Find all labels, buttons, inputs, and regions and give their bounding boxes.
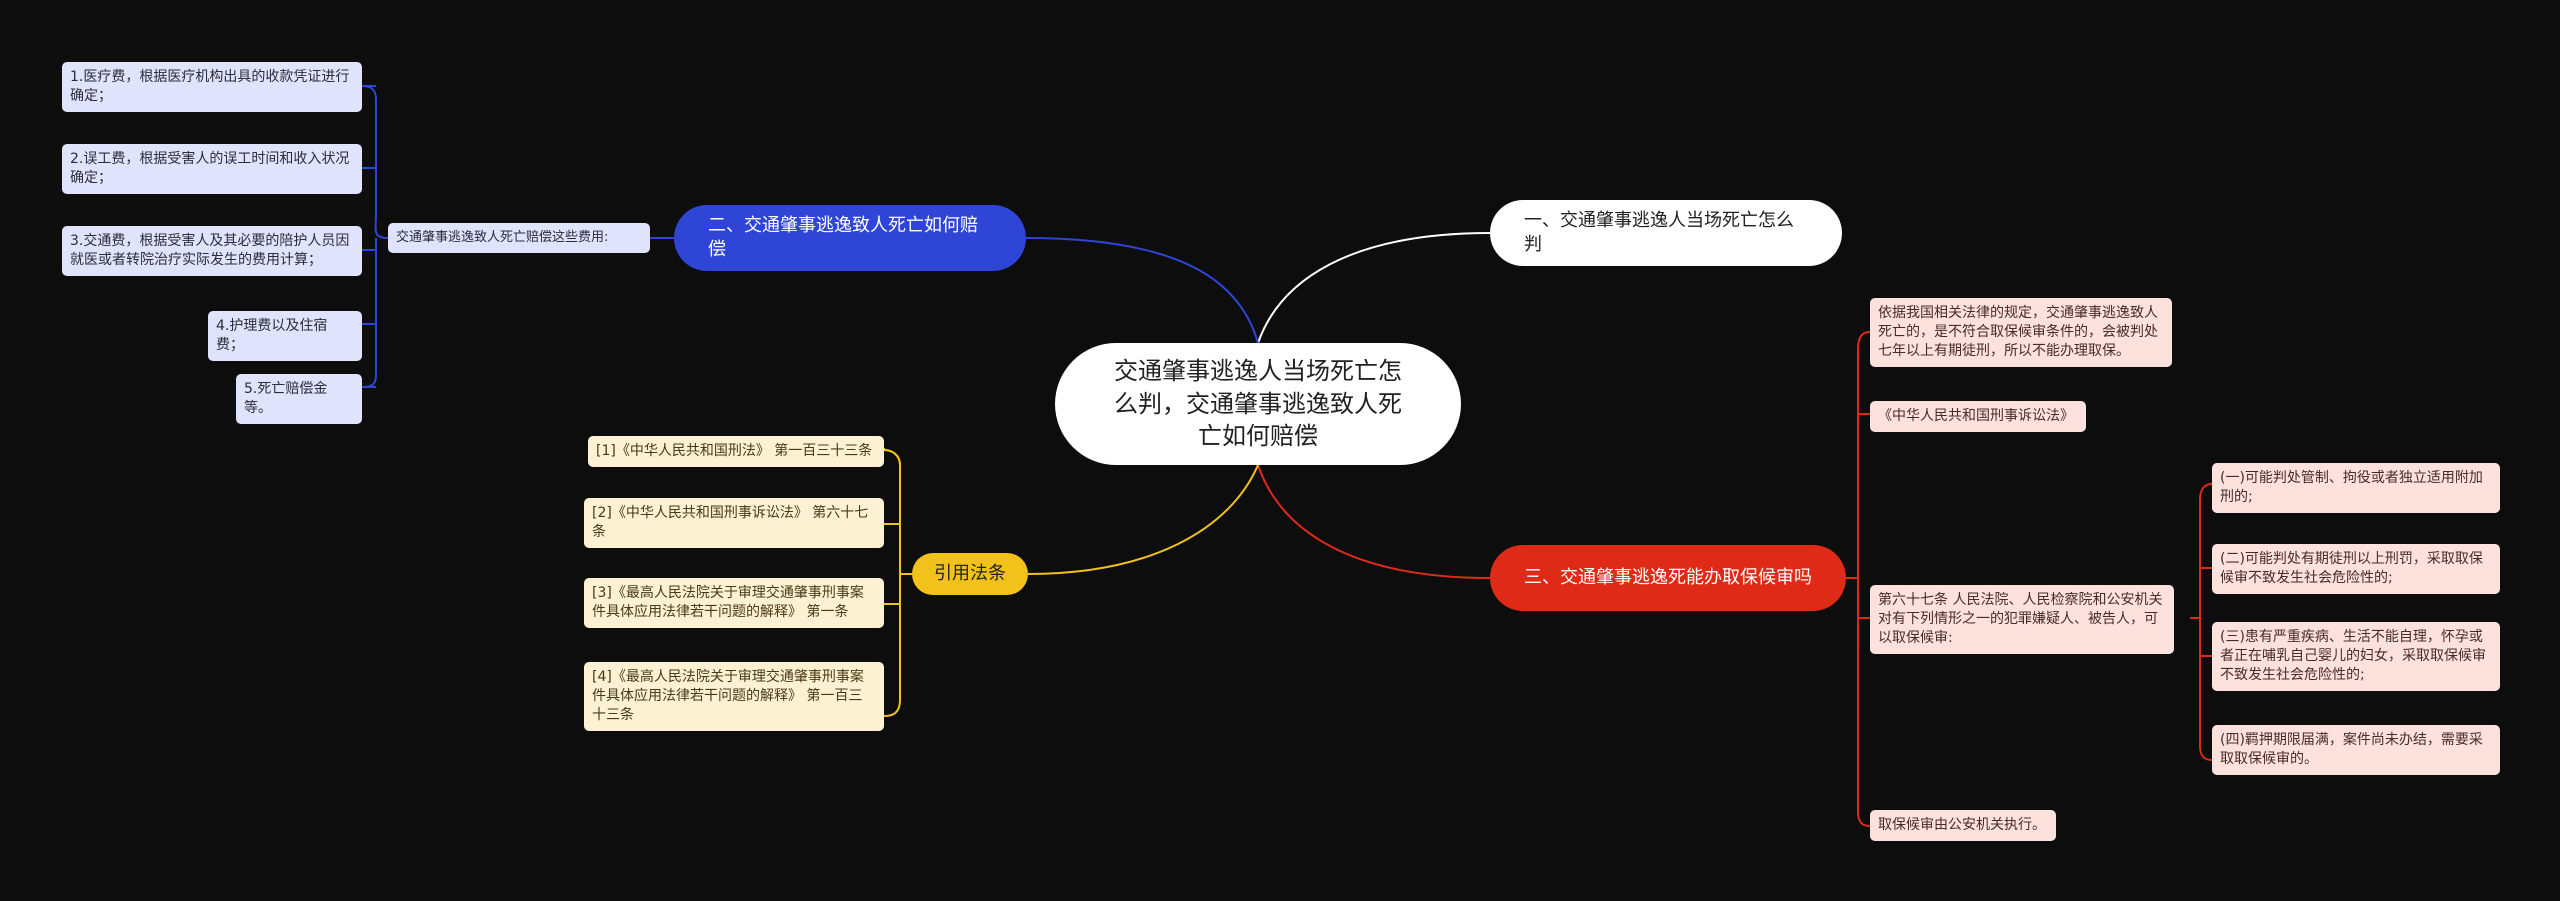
citation-item[interactable]: [1]《中华人民共和国刑法》 第一百三十三条: [588, 436, 884, 467]
link-root-branch3: [1257, 464, 1491, 579]
compensation-item[interactable]: 2.误工费，根据受害人的误工时间和收入状况确定；: [62, 144, 362, 194]
link-b2-bracket: [361, 85, 389, 388]
bail-executor[interactable]: 取保候审由公安机关执行。: [1870, 810, 2056, 841]
citation-item[interactable]: [4]《最高人民法院关于审理交通肇事刑事案件具体应用法律若干问题的解释》 第一百…: [584, 662, 884, 731]
branch-bail[interactable]: 三、交通肇事逃逸死能办取保候审吗: [1490, 545, 1846, 611]
link-root-branch2: [1025, 237, 1259, 344]
bail-condition[interactable]: (一)可能判处管制、拘役或者独立适用附加刑的;: [2212, 463, 2500, 513]
compensation-item[interactable]: 1.医疗费，根据医疗机构出具的收款凭证进行确定；: [62, 62, 362, 112]
compensation-item[interactable]: 4.护理费以及住宿费；: [208, 311, 362, 361]
compensation-item[interactable]: 5.死亡赔偿金等。: [236, 374, 362, 424]
citation-item[interactable]: [2]《中华人民共和国刑事诉讼法》 第六十七条: [584, 498, 884, 548]
bail-condition[interactable]: (二)可能判处有期徒刑以上刑罚，采取取保候审不致发生社会危险性的;: [2212, 544, 2500, 594]
bail-article-67[interactable]: 第六十七条 人民法院、人民检察院和公安机关对有下列情形之一的犯罪嫌疑人、被告人，…: [1870, 585, 2174, 654]
bail-law-reference[interactable]: 《中华人民共和国刑事诉讼法》: [1870, 401, 2086, 432]
link-b3-bracket: [1857, 331, 1871, 827]
branch-compensation[interactable]: 二、交通肇事逃逸致人死亡如何赔偿: [674, 205, 1026, 271]
link-b4-bracket: [883, 448, 912, 717]
bail-condition[interactable]: (三)患有严重疾病、生活不能自理，怀孕或者正在哺乳自己婴儿的妇女，采取取保候审不…: [2212, 622, 2500, 691]
link-b3-sub-bracket: [2190, 483, 2213, 761]
branch-sentencing[interactable]: 一、交通肇事逃逸人当场死亡怎么判: [1490, 200, 1842, 266]
compensation-item[interactable]: 3.交通费，根据受害人及其必要的陪护人员因就医或者转院治疗实际发生的费用计算；: [62, 226, 362, 276]
branch-citations[interactable]: 引用法条: [912, 553, 1028, 595]
bail-condition[interactable]: (四)羁押期限届满，案件尚未办结，需要采取取保候审的。: [2212, 725, 2500, 775]
compensation-subtopic[interactable]: 交通肇事逃逸致人死亡赔偿这些费用:: [388, 223, 650, 253]
link-root-branch4: [1027, 464, 1259, 575]
link-b4-top: [883, 449, 901, 466]
root-node[interactable]: 交通肇事逃逸人当场死亡怎么判，交通肇事逃逸致人死亡如何赔偿: [1055, 343, 1461, 465]
bail-explanation[interactable]: 依据我国相关法律的规定，交通肇事逃逸致人死亡的，是不符合取保候审条件的，会被判处…: [1870, 298, 2172, 367]
citation-item[interactable]: [3]《最高人民法院关于审理交通肇事刑事案件具体应用法律若干问题的解释》 第一条: [584, 578, 884, 628]
link-root-branch1: [1257, 232, 1491, 344]
